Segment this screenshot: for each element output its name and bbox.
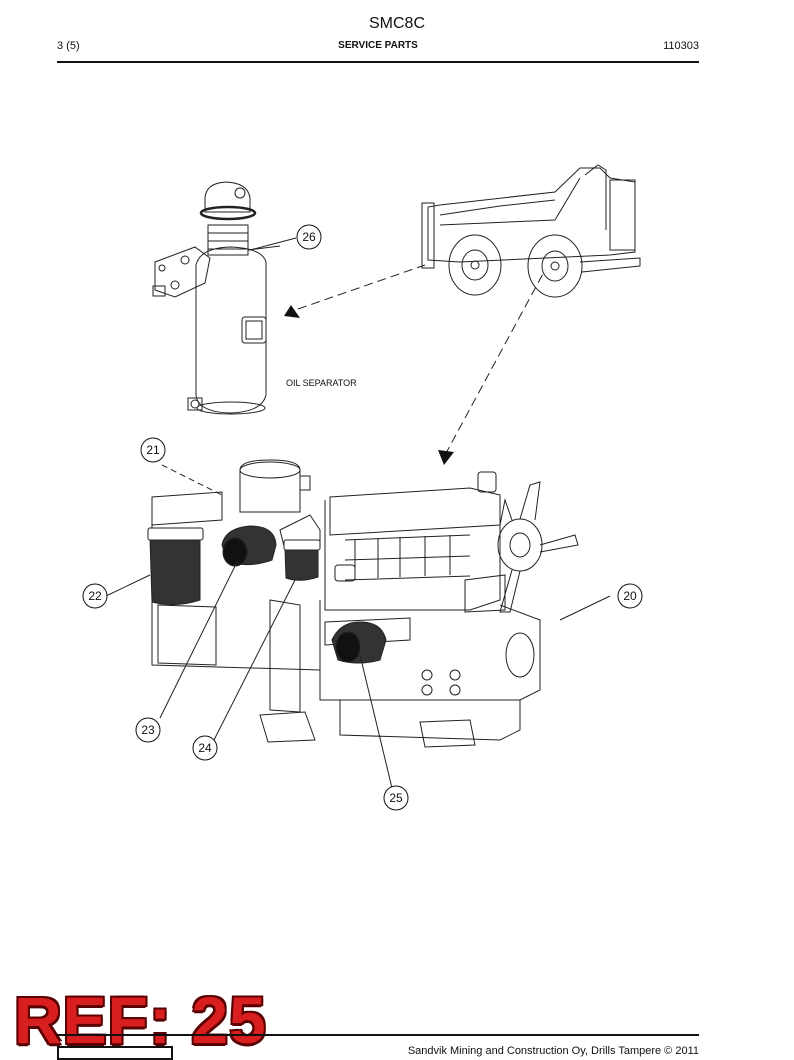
ref-stamp: REF: 25 [14, 983, 267, 1057]
callout-23[interactable]: 23 [135, 717, 161, 743]
document-title: SMC8C [368, 15, 425, 32]
arrow-marker [438, 450, 454, 465]
doc-number: 110303 [663, 40, 699, 52]
arrow-marker [284, 305, 300, 318]
svg-text:20: 20 [623, 589, 637, 603]
page-number: 3 (5) [57, 40, 80, 52]
svg-text:24: 24 [198, 741, 212, 755]
footer-rule [57, 1034, 699, 1036]
filter-parts [147, 525, 387, 664]
callout-21[interactable]: 21 [140, 437, 166, 463]
vehicle-illustration [421, 164, 641, 298]
engine-illustration [151, 459, 579, 748]
header-rule [57, 61, 699, 63]
svg-text:22: 22 [88, 589, 102, 603]
callout-24[interactable]: 24 [192, 735, 218, 761]
callout-26[interactable]: 26 [296, 224, 322, 250]
svg-text:26: 26 [302, 230, 316, 244]
svg-text:23: 23 [141, 723, 155, 737]
footer-copyright: Sandvik Mining and Construction Oy, Dril… [407, 1045, 699, 1057]
callout-20[interactable]: 20 [617, 583, 643, 609]
brand-logo [57, 1046, 173, 1060]
callout-22[interactable]: 22 [82, 583, 108, 609]
header-row: 3 (5) SERVICE PARTS 110303 [57, 40, 699, 56]
oil-separator-label: OIL SEPARATOR [286, 378, 357, 388]
section-title: SERVICE PARTS [338, 40, 418, 51]
oil-separator-illustration [152, 181, 281, 415]
svg-text:21: 21 [146, 443, 160, 457]
svg-text:25: 25 [389, 791, 403, 805]
callout-25[interactable]: 25 [383, 785, 409, 811]
